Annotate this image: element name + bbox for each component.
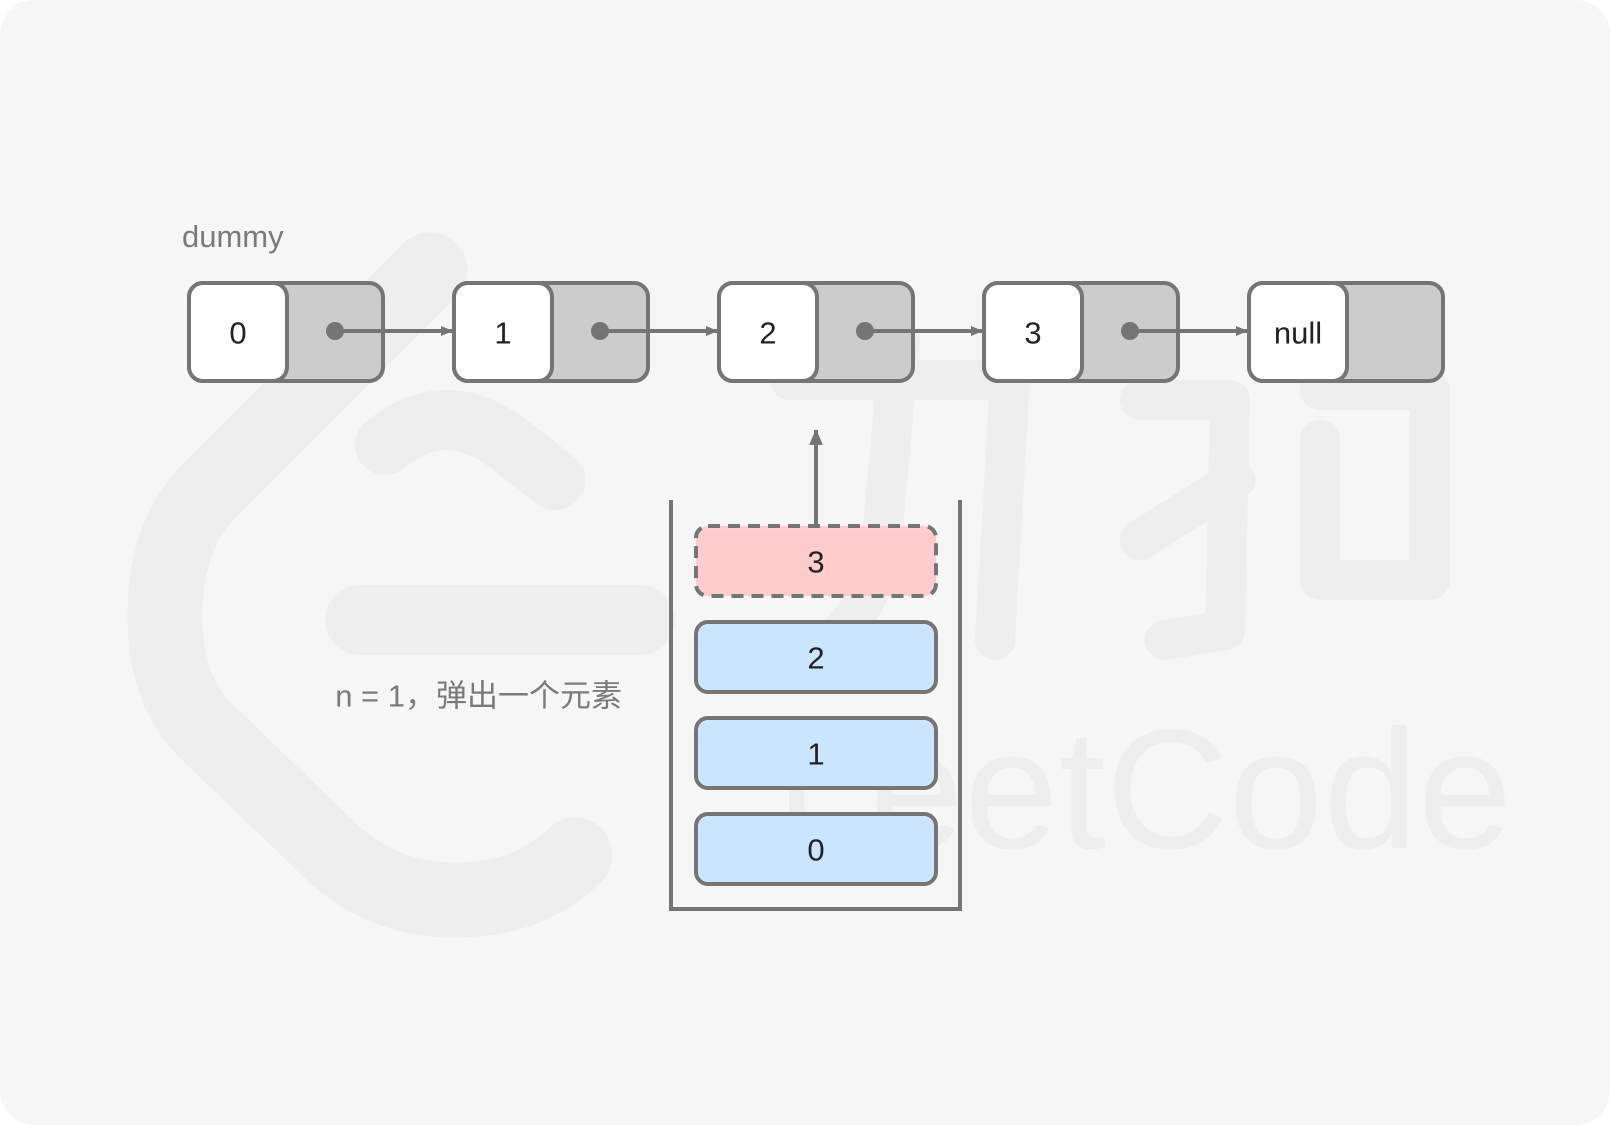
stack-container <box>669 500 962 911</box>
list-node-3: 3 <box>982 281 1180 383</box>
node-value-cell <box>982 281 1084 383</box>
node-value: 2 <box>759 316 776 351</box>
stack-popped-item: 3 <box>694 524 938 598</box>
node-value-cell <box>717 281 819 383</box>
stack-item-value: 2 <box>807 641 824 676</box>
list-node-null: null <box>1247 281 1445 383</box>
node-value: 3 <box>1024 316 1041 351</box>
list-node-2: 2 <box>717 281 915 383</box>
stack-item-2: 0 <box>694 812 938 886</box>
list-node-0: 0 <box>187 281 385 383</box>
popped-item-box <box>694 524 938 598</box>
watermark-logo-icon <box>127 232 613 938</box>
node-value: 1 <box>494 316 511 351</box>
dummy-label: dummy <box>182 219 284 254</box>
node-value: 0 <box>229 316 246 351</box>
stack-item-value: 1 <box>807 737 824 772</box>
stack-item-value: 0 <box>807 833 824 868</box>
node-value-cell <box>452 281 554 383</box>
caption: n = 1，弹出一个元素 <box>335 679 622 714</box>
node-value: null <box>1274 316 1322 351</box>
stack-item-box <box>694 620 938 694</box>
stack-item-box <box>694 716 938 790</box>
node-value-cell <box>187 281 289 383</box>
stack-item-box <box>694 812 938 886</box>
node-value-cell <box>1247 281 1349 383</box>
list-node-1: 1 <box>452 281 650 383</box>
watermark-logo-chevron <box>355 390 585 510</box>
stack-item-1: 1 <box>694 716 938 790</box>
stack-item-0: 2 <box>694 620 938 694</box>
linked-list: 0 1 2 3 <box>187 281 1445 383</box>
watermark-glyph-2 <box>1120 370 1450 660</box>
popped-item-value: 3 <box>807 545 824 580</box>
